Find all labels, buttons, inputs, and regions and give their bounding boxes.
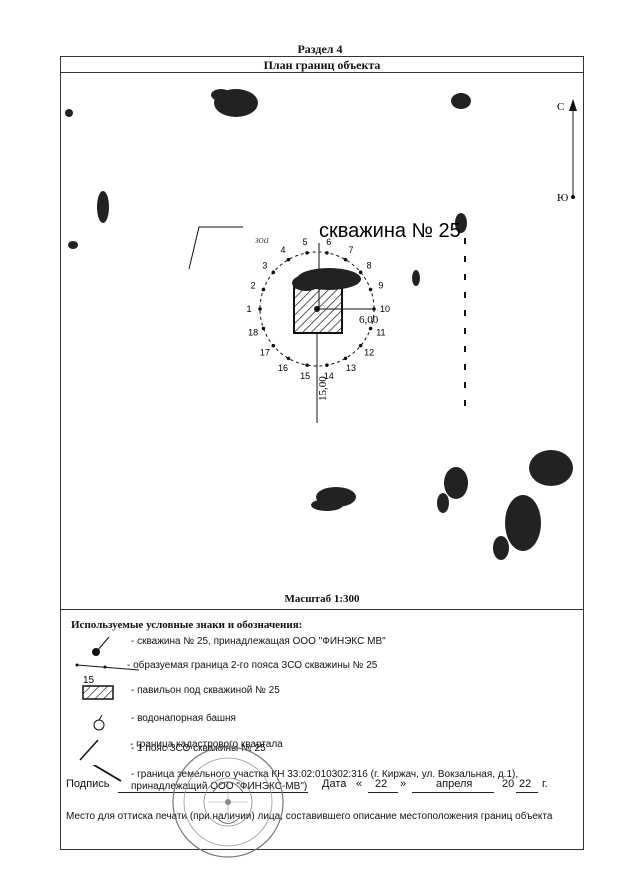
boundary-point-label: 2 xyxy=(251,281,256,291)
boundary-point-label: 5 xyxy=(303,237,308,247)
legend-symbols: 15 xyxy=(75,636,139,731)
sign-label: Подпись xyxy=(66,778,110,790)
boundary-point xyxy=(372,307,376,311)
dim-radius-label: 15,00 xyxy=(317,376,329,401)
date-month: апреля xyxy=(436,778,473,790)
boundary-point-label: 15 xyxy=(300,371,310,381)
round-seal-icon xyxy=(172,746,284,858)
boundary-point-label: 10 xyxy=(380,304,390,314)
plan-title: План границ объекта xyxy=(61,57,583,73)
well-label: скважина № 25 xyxy=(319,220,461,242)
legend-item-zso-belt1: - 1 пояс ЗСО скважины № 25 xyxy=(131,743,266,754)
boundary-point-label: 17 xyxy=(260,348,270,358)
legend-parcel-boundary-icon xyxy=(92,765,122,782)
legend-symbols-lines xyxy=(92,765,122,782)
date-label: Дата xyxy=(322,778,347,790)
compass-north-label: С xyxy=(557,101,564,113)
year-suffix: 22 xyxy=(519,778,532,790)
boundary-point-label: 16 xyxy=(278,363,288,373)
section-title: Раздел 4 xyxy=(297,42,343,56)
plan-drawing: С Ю скважина № 25 зоа xyxy=(61,73,583,588)
boundary-point-label: 12 xyxy=(364,348,374,358)
boundary-point xyxy=(305,363,309,367)
stamp-place-label: Место для оттиска печати (при наличии) л… xyxy=(66,811,553,822)
date-quote-open: « xyxy=(356,778,363,790)
plan-svg: С Ю скважина № 25 зоа xyxy=(65,89,577,560)
boundary-point xyxy=(286,356,291,361)
boundary-point xyxy=(261,326,266,331)
legend-item-pavilion: - павильон под скважиной № 25 xyxy=(131,685,280,696)
boundary-point xyxy=(271,270,276,275)
legend-item-well: - скважина № 25, принадлежащая ООО "ФИНЭ… xyxy=(131,636,386,647)
scale-divider xyxy=(61,609,583,610)
boundary-point-label: 3 xyxy=(262,260,267,270)
zso-label: зоа xyxy=(254,235,269,246)
boundary-point xyxy=(325,251,329,255)
boundary-point xyxy=(258,307,262,311)
boundary-point xyxy=(286,257,291,262)
legend-well-icon xyxy=(96,636,110,652)
boundary-point xyxy=(368,326,373,331)
boundary-point xyxy=(358,343,363,348)
boundary-point xyxy=(325,363,329,367)
left-leader-line xyxy=(188,226,243,270)
legend-item-parcel: - граница земельного участка КН 33:02:01… xyxy=(131,769,519,792)
compass-south-label: Ю xyxy=(557,192,568,204)
boundary-point-label: 1 xyxy=(246,304,251,314)
boundary-point-label: 4 xyxy=(280,245,285,255)
legend-water-tower-icon xyxy=(93,719,105,731)
legend-title: Используемые условные знаки и обозначени… xyxy=(71,619,303,631)
boundary-point-label: 6 xyxy=(326,237,331,247)
document-frame: План границ объекта xyxy=(60,56,584,850)
boundary-point-label: 8 xyxy=(367,260,372,270)
year-prefix: 20 xyxy=(502,778,515,790)
legend-item-water-tower: - водонапорная башня xyxy=(131,713,236,724)
dim-side-label: 6,00 xyxy=(359,314,379,326)
compass-north-arrow-icon xyxy=(569,99,577,111)
boundary-point-label: 18 xyxy=(248,327,258,337)
boundary-point-label: 7 xyxy=(348,245,353,255)
boundary-point xyxy=(343,356,348,361)
boundary-point xyxy=(358,270,363,275)
compass-south-dot xyxy=(571,195,575,199)
legend-boundary-icon xyxy=(76,664,139,671)
boundary-point xyxy=(343,257,348,262)
legend-point-label: 15 xyxy=(83,675,95,686)
boundary-point-label: 9 xyxy=(378,281,383,291)
legend-item-cadastral: - граница кадастрового квартала xyxy=(130,739,283,750)
scan-artifacts xyxy=(65,89,573,560)
month-line xyxy=(412,792,494,793)
legend-pavilion-icon xyxy=(82,685,114,700)
year-unit: г. xyxy=(542,778,548,790)
boundary-point xyxy=(271,343,276,348)
date-quote-close: » xyxy=(400,778,407,790)
signature-row: Подпись Дата « 22 » апреля 20 22 г. xyxy=(66,778,578,794)
boundary-point-label: 11 xyxy=(376,327,385,337)
boundary-point xyxy=(261,287,266,292)
legend-cadastral-icon xyxy=(79,739,99,761)
date-day: 22 xyxy=(375,778,388,790)
sign-line[interactable] xyxy=(118,792,308,793)
scale-label: Масштаб 1:300 xyxy=(284,593,360,605)
boundary-point-label: 14 xyxy=(324,371,334,381)
legend-item-boundary: - образуемая граница 2-го пояса ЗСО сква… xyxy=(127,660,378,671)
boundary-point xyxy=(368,287,373,292)
boundary-point-label: 13 xyxy=(346,363,356,373)
year-line xyxy=(516,792,538,793)
day-line xyxy=(368,792,398,793)
boundary-point xyxy=(305,251,309,255)
